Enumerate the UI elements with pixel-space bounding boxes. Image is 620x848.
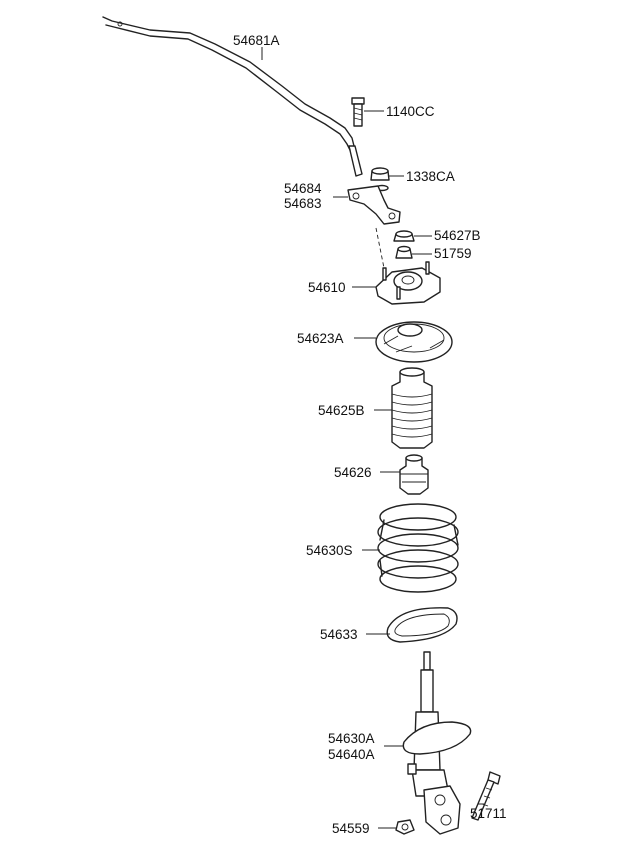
bolt-1140cc bbox=[351, 97, 365, 127]
part-label: 54626 bbox=[334, 465, 372, 480]
part-label: 54633 bbox=[320, 627, 358, 642]
bolt-51711 bbox=[471, 771, 501, 821]
part-label: 1140CC bbox=[386, 104, 435, 119]
spring-pad-54633 bbox=[386, 607, 458, 643]
part-label: 51759 bbox=[434, 246, 472, 261]
coil-spring-54630s bbox=[377, 503, 459, 593]
part-label: 54681A bbox=[233, 33, 280, 48]
nut-51759 bbox=[395, 245, 413, 259]
part-label: 54640A bbox=[328, 747, 375, 762]
part-label: 54623A bbox=[297, 331, 344, 346]
strut-assembly bbox=[402, 651, 472, 835]
part-label: 54559 bbox=[332, 821, 370, 836]
part-label: 54630S bbox=[306, 543, 353, 558]
dust-cover-54625b bbox=[391, 367, 433, 449]
bumper-54626 bbox=[399, 454, 429, 495]
part-label: 54630A bbox=[328, 731, 375, 746]
leader-lines bbox=[261, 47, 484, 829]
bracket-54684 bbox=[347, 185, 401, 225]
part-label: 54683 bbox=[284, 196, 322, 211]
part-label: 54627B bbox=[434, 228, 481, 243]
cap-54627b bbox=[393, 230, 415, 242]
nut-54559 bbox=[395, 819, 415, 835]
insulator-54610 bbox=[375, 261, 441, 305]
part-label: 51711 bbox=[470, 806, 507, 821]
part-label: 54684 bbox=[284, 181, 322, 196]
part-label: 54625B bbox=[318, 403, 365, 418]
stabilizer-bar bbox=[102, 16, 363, 177]
part-label: 1338CA bbox=[406, 169, 455, 184]
part-label: 54610 bbox=[308, 280, 346, 295]
spring-seat-54623a bbox=[375, 321, 453, 363]
